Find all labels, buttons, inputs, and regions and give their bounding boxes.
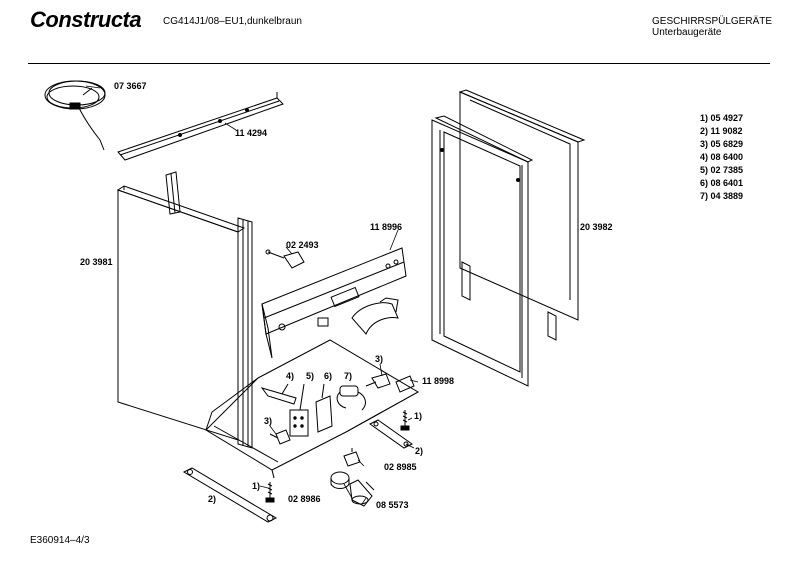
component-3-top-part	[365, 373, 391, 389]
callout-clip: 02 2493	[286, 240, 319, 250]
component-5-part	[289, 383, 309, 437]
left-side-panel-part	[116, 171, 246, 441]
callout-ref-5: 5)	[306, 371, 315, 381]
brand-logo: Constructa	[30, 7, 142, 32]
front-upright-part	[237, 217, 253, 449]
legend-row: 4) 08 6400	[700, 152, 744, 162]
callout-ref-3: 3)	[375, 354, 384, 364]
callout-valve: 02 8985	[384, 462, 417, 472]
power-cable-part	[44, 80, 106, 151]
category-title: GESCHIRRSPÜLGERÄTE	[652, 16, 773, 27]
callout-left-panel: 20 3981	[80, 257, 113, 267]
component-6-part	[315, 383, 333, 433]
callout-sensor: 08 5573	[376, 500, 409, 510]
callout-right-panel: 20 3982	[580, 222, 613, 232]
valve-part	[343, 448, 361, 467]
foot-rail-left-part	[182, 467, 278, 523]
header-divider	[28, 63, 770, 64]
plug-part	[395, 375, 415, 393]
control-bar-part	[261, 247, 407, 359]
callout-plug: 11 8998	[422, 376, 455, 386]
model-designation: CG414J1/08–EU1,dunkelbraun	[163, 16, 302, 27]
float-part	[330, 471, 350, 489]
right-side-panel-part	[431, 89, 586, 387]
component-3-bottom-part	[269, 429, 291, 445]
screw-right-part	[400, 410, 410, 431]
callout-ref-3: 3)	[264, 416, 273, 426]
component-4-part	[260, 383, 297, 405]
leader-lines	[85, 85, 419, 505]
foot-rail-right-part	[369, 419, 413, 449]
screw-left-part	[265, 482, 275, 503]
top-rail-part	[117, 92, 284, 161]
legend-row: 5) 02 7385	[700, 165, 744, 175]
base-plate-part	[205, 339, 420, 479]
legend-row: 1) 05 4927	[700, 113, 744, 123]
callout-ref-1: 1)	[252, 481, 261, 491]
callout-ref-1: 1)	[414, 411, 423, 421]
callout-control-bar: 11 8996	[370, 222, 403, 232]
legend-row: 7) 04 3889	[700, 191, 744, 201]
callout-ref-2: 2)	[415, 446, 424, 456]
hose-fitting-part	[351, 297, 399, 335]
drawing-code: E360914–4/3	[30, 535, 90, 546]
parts-legend: 1) 05 4927 2) 11 9082 3) 05 6829 4) 08 6…	[700, 112, 743, 203]
legend-row: 6) 08 6401	[700, 178, 744, 188]
callout-cable: 07 3667	[114, 81, 147, 91]
callout-float: 02 8986	[288, 494, 321, 504]
clip-part	[265, 249, 305, 269]
component-7-part	[336, 385, 366, 411]
subcategory-title: Unterbaugeräte	[652, 27, 722, 38]
sensor-part	[349, 479, 375, 507]
callout-ref-4: 4)	[286, 371, 295, 381]
callout-ref-2: 2)	[208, 494, 217, 504]
callout-ref-6: 6)	[324, 371, 333, 381]
legend-row: 2) 11 9082	[700, 126, 743, 136]
callout-ref-7: 7)	[344, 371, 353, 381]
legend-row: 3) 05 6829	[700, 139, 744, 149]
callout-top-rail: 11 4294	[235, 128, 268, 138]
